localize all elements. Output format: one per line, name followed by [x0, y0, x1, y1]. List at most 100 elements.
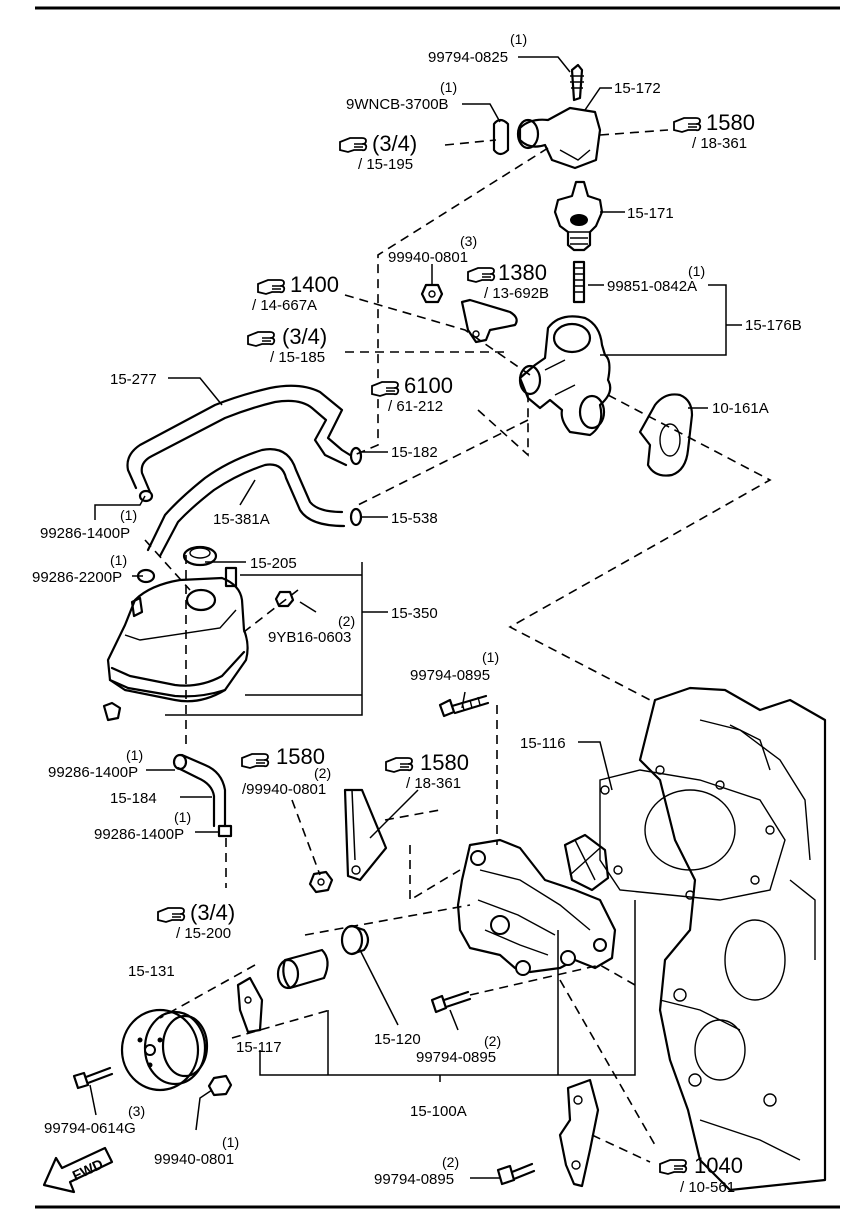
label-99940-0801-a: 99940-0801: [388, 249, 468, 266]
ref-1580-b-sub: /99940-0801: [242, 781, 326, 798]
ref-6100: 6100: [404, 373, 453, 398]
hand-pointer-icon: [247, 331, 276, 347]
qty-99286-1400p-c: (1): [174, 809, 191, 825]
label-15-120: 15-120: [374, 1031, 421, 1048]
bolt-99794-0895-c: [496, 1162, 536, 1186]
label-15-172: 15-172: [614, 80, 661, 97]
label-99286-1400p-b: 99286-1400P: [48, 764, 138, 781]
engine-block: [599, 686, 827, 1192]
label-99794-0825: 99794-0825: [428, 49, 508, 66]
label-9yb16: 9YB16-0603: [268, 629, 351, 646]
ref-34-b: (3/4): [282, 324, 327, 349]
qty-99794-0895-c: (2): [442, 1154, 459, 1170]
qty-99940-0801-a: (3): [460, 233, 477, 249]
bracket-thin: [343, 788, 388, 882]
bolt-99794-0895-a: [438, 694, 490, 718]
label-99940-0801-b: 99940-0801: [154, 1151, 234, 1168]
qty-99794-0895-b: (2): [484, 1033, 501, 1049]
ref-34-a: (3/4): [372, 131, 417, 156]
water-pump-15-100a: [456, 833, 617, 976]
ref-34-c-sub: / 15-200: [176, 925, 231, 942]
label-99851: 99851-0842A: [607, 278, 697, 295]
qty-99794-0895-a: (1): [482, 649, 499, 665]
label-15-184: 15-184: [110, 790, 157, 807]
label-9wncb: 9WNCB-3700B: [346, 96, 449, 113]
hand-pointer-icon: [467, 267, 496, 283]
ref-1580-a-sub: / 18-361: [692, 135, 747, 152]
label-15-131: 15-131: [128, 963, 175, 980]
ref-34-c: (3/4): [190, 900, 235, 925]
bolt-99794-0895-b: [430, 990, 472, 1014]
thermostat-cover-15-172: [516, 63, 602, 170]
ref-1040-sub: / 10-561: [680, 1179, 735, 1196]
ref-1580-a: 1580: [706, 110, 755, 135]
ref-1380: 1380: [498, 260, 547, 285]
nut-99940-0801-c: [308, 870, 334, 894]
cap-15-205: [182, 545, 238, 588]
ref-1580-b: 1580: [276, 744, 325, 769]
label-99794-0895-c: 99794-0895: [374, 1171, 454, 1188]
bearing-15-120: [340, 924, 370, 956]
hand-pointer-icon: [241, 753, 270, 769]
nut-99940-0801-a: [420, 283, 444, 304]
label-15-350: 15-350: [391, 605, 438, 622]
label-15-100a: 15-100A: [410, 1103, 467, 1120]
qty-99794-0614g: (3): [128, 1103, 145, 1119]
qty-99851: (1): [688, 263, 705, 279]
qty-99794-0825: (1): [510, 31, 527, 47]
label-15-381a: 15-381A: [213, 511, 270, 528]
qty-99286-1400p-b: (1): [126, 747, 143, 763]
plate-small: [236, 976, 264, 1034]
qty-99286-2200p: (1): [110, 552, 127, 568]
thermostat-housing-15-176b: [518, 315, 612, 437]
label-99794-0895-b: 99794-0895: [416, 1049, 496, 1066]
qty-99940-0801-b: (1): [222, 1134, 239, 1150]
label-15-176b: 15-176B: [745, 317, 802, 334]
label-15-116: 15-116: [520, 735, 566, 752]
label-15-205: 15-205: [250, 555, 297, 572]
qty-9wncb: (1): [440, 79, 457, 95]
fwd-arrow-icon: FWD: [42, 1146, 114, 1194]
ref-34-a-sub: / 15-195: [358, 156, 413, 173]
leader-lines: [89, 56, 742, 1179]
label-15-538: 15-538: [391, 510, 438, 527]
ref-6100-sub: / 61-212: [388, 398, 443, 415]
clamp-15-182: [349, 446, 363, 466]
label-99286-1400p-a: 99286-1400P: [40, 525, 130, 542]
hose-15-381a: [146, 448, 346, 558]
label-15-171: 15-171: [627, 205, 674, 222]
pulley-15-131: [120, 1008, 209, 1092]
label-99794-0895-a: 99794-0895: [410, 667, 490, 684]
ref-1040: 1040: [694, 1153, 743, 1178]
hand-pointer-icon: [339, 137, 368, 153]
hand-pointer-icon: [371, 381, 400, 397]
hand-pointer-icon: [257, 279, 286, 295]
hand-pointer-icon: [659, 1159, 688, 1175]
ref-34-b-sub: / 15-185: [270, 349, 325, 366]
labels: (1) 99794-0825 15-172 (1) 9WNCB-3700B 15…: [32, 31, 802, 1196]
bolt-99794-0614g: [72, 1066, 114, 1090]
bracket-small: [460, 298, 518, 344]
ref-1400: 1400: [290, 272, 339, 297]
hand-pointer-icon: [673, 117, 702, 133]
ref-1580-c: 1580: [420, 750, 469, 775]
hose-15-277: [126, 384, 352, 494]
fwd-text: FWD: [70, 1156, 106, 1184]
gasket-10-161a: [638, 393, 694, 477]
label-99286-1400p-c: 99286-1400P: [94, 826, 184, 843]
qty-1580-b: (2): [314, 765, 331, 781]
label-99286-2200p: 99286-2200P: [32, 569, 122, 586]
thermostat-15-171: [553, 180, 604, 252]
label-99794-0614g: 99794-0614G: [44, 1120, 136, 1137]
reservoir-15-350: [102, 576, 249, 722]
ref-1580-c-sub: / 18-361: [406, 775, 461, 792]
bracket-lower: [558, 1078, 600, 1188]
clamp-15-538: [349, 507, 363, 527]
stud-99851: [572, 260, 586, 304]
clamp-9wncb: [492, 118, 510, 156]
qty-99286-1400p-a: (1): [120, 507, 137, 523]
ref-1380-sub: / 13-692B: [484, 285, 549, 302]
seal-15-117: [276, 948, 329, 990]
nut-9yb16: [274, 590, 295, 608]
